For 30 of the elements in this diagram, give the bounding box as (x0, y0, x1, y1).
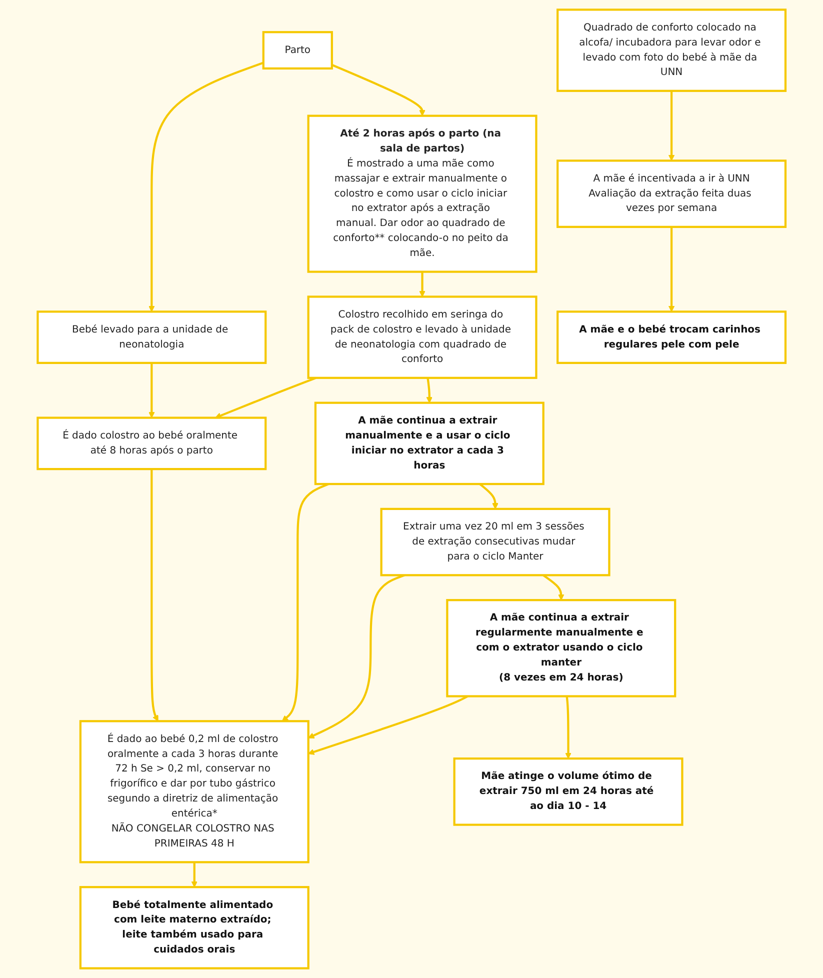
process-box: Bebé levado para a unidade de neonatologia (36, 310, 267, 364)
process-box: Bebé totalmente alimentado com leite materno extraído; leite também usado para cuidados orais (79, 886, 310, 970)
process-box: Quadrado de conforto colocado na alcofa/ incubadora para levar odor e levado com foto do bebé à mãe da UNN (556, 8, 786, 92)
process-box: Extrair uma vez 20 ml em 3 sessões de extração consecutivas mudar para o ciclo Manter (380, 508, 610, 576)
arrow (542, 574, 564, 600)
process-box: Parto (262, 31, 333, 70)
arrow (565, 696, 572, 759)
process-box: É dado colostro ao bebé oralmente até 8 horas após o parto (36, 416, 267, 470)
arrow (282, 483, 329, 722)
arrow (308, 695, 468, 755)
arrow (148, 62, 264, 312)
arrow (426, 378, 432, 404)
arrow (479, 483, 498, 510)
arrow (668, 226, 675, 312)
process-box: Até 2 horas após o parto (na sala de partos) É mostrado a uma mãe como massajar e extrair manualmente o colostro e como usar o ciclo iniciar no extrator após a extração manual. Dar odor ao quadrado de conforto** colocando-o no peito da mãe. (307, 114, 538, 273)
process-box: A mãe continua a extrair regularmente manualmente e com o extrator usando o ciclo manter (8 vezes em 24 horas) (446, 599, 676, 698)
process-box: Mãe atinge o volume ótimo de extrair 750 ml em 24 horas até ao dia 10 - 14 (453, 757, 684, 826)
arrow (419, 272, 426, 297)
process-box: A mãe continua a extrair manualmente e a usar o ciclo iniciar no extrator a cada 3 horas (314, 402, 544, 486)
process-box: A mãe é incentivada a ir à UNN Avaliação da extração feita duas vezes por semana (556, 160, 786, 228)
process-box: Colostro recolhido em seringa do pack de colostro e levado à unidade de neonatologia com quadrado de conforto (307, 296, 538, 379)
process-box: A mãe e o bebé trocam carinhos regulares pele com pele (556, 310, 786, 364)
arrow (668, 90, 675, 161)
arrow (308, 574, 405, 738)
arrow (331, 64, 426, 116)
process-box: É dado ao bebé 0,2 ml de colostro oralmente a cada 3 horas durante 72 h Se > 0,2 ml, conservar no frigorífico e dar por tubo gástrico segundo a diretriz de alimentação entérica* NÃO CONGELAR COLOSTRO NAS PRIMEIRAS 48 H (79, 720, 310, 864)
arrow (214, 376, 316, 419)
arrow (191, 862, 198, 888)
arrow (148, 362, 155, 418)
arrow (150, 469, 158, 722)
